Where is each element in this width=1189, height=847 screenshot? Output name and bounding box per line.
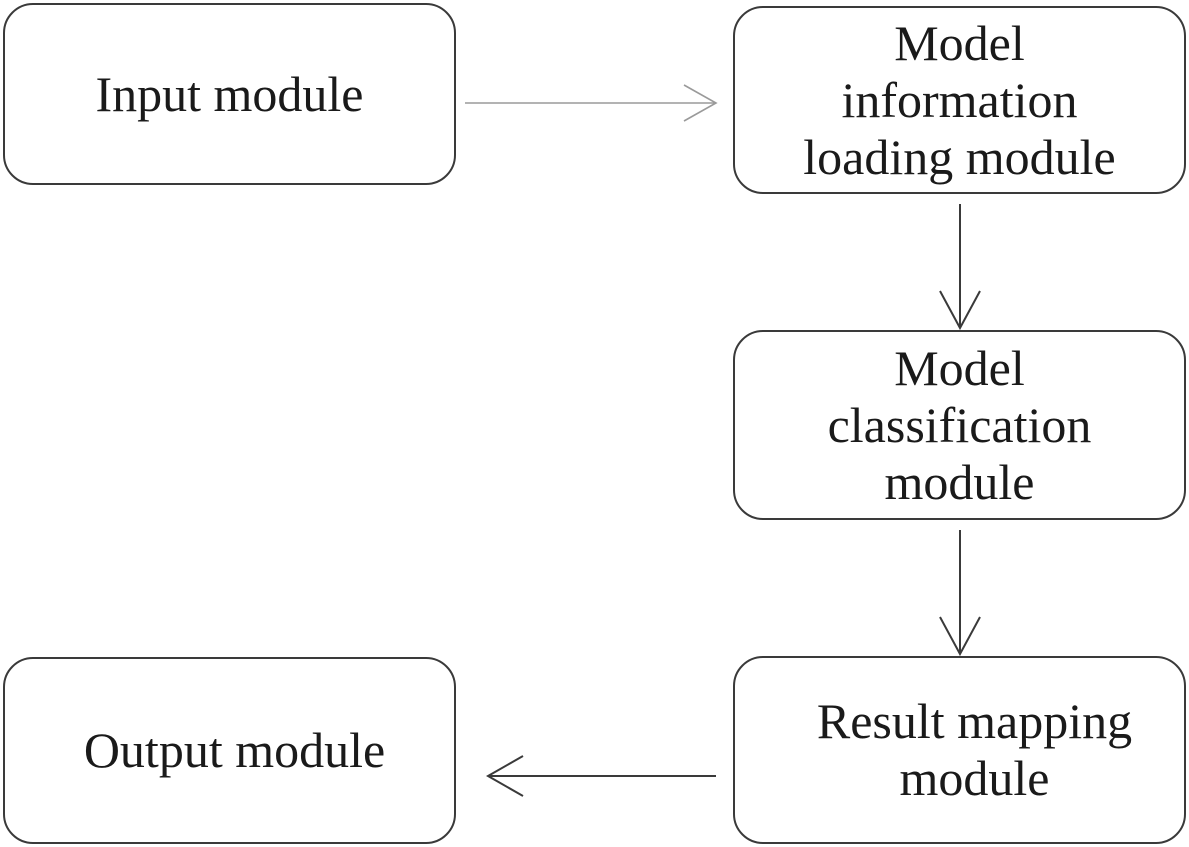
node-input-module: Input module — [3, 3, 456, 185]
edge-input-to-load — [465, 84, 718, 122]
node-input-module-label: Input module — [95, 65, 364, 122]
node-output-module: Output module — [3, 657, 456, 844]
node-result-mapping-module: Result mapping module — [733, 656, 1186, 844]
node-model-information-loading-module: Model information loading module — [733, 6, 1186, 194]
edge-result-to-output — [485, 755, 716, 797]
edge-load-to-class — [939, 204, 981, 331]
node-model-information-loading-module-label: Model information loading module — [803, 14, 1116, 185]
node-result-mapping-module-label: Result mapping module — [816, 693, 1133, 806]
node-model-classification-module-label: Model classification module — [827, 339, 1092, 510]
edge-class-to-result — [939, 530, 981, 657]
node-output-module-label: Output module — [83, 722, 386, 778]
node-model-classification-module: Model classification module — [733, 330, 1186, 520]
